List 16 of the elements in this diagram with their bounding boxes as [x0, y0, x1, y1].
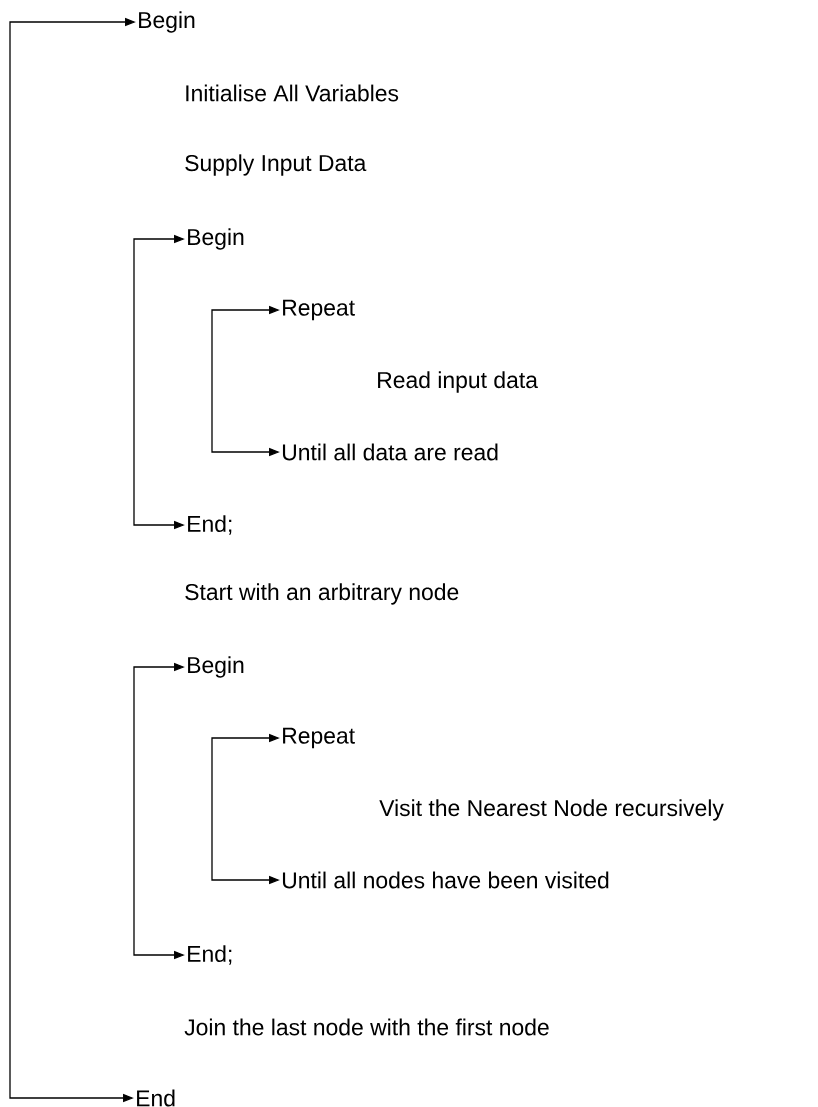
step-text: Start with an arbitrary node — [185, 583, 459, 605]
step-text: Visit the Nearest Node recursively — [379, 799, 724, 821]
step-text: Begin — [139, 11, 195, 33]
step-text: Until all nodes have been visited — [282, 871, 609, 889]
step-text: Initialise All Variables — [186, 84, 399, 102]
step-text: Until all data are read — [282, 443, 498, 461]
step-text: End; — [188, 515, 232, 535]
step-text: Repeat — [283, 299, 355, 321]
step-text: Join the last node with the first node — [184, 1018, 549, 1036]
step-text: End — [137, 1089, 175, 1107]
step-text: Read input data — [378, 371, 538, 393]
step-text: Supply Input Data — [185, 154, 367, 176]
step-text: End; — [188, 945, 232, 965]
step-text: Begin — [188, 228, 244, 250]
step-text: Begin — [188, 656, 244, 678]
step-text: Repeat — [283, 727, 355, 749]
